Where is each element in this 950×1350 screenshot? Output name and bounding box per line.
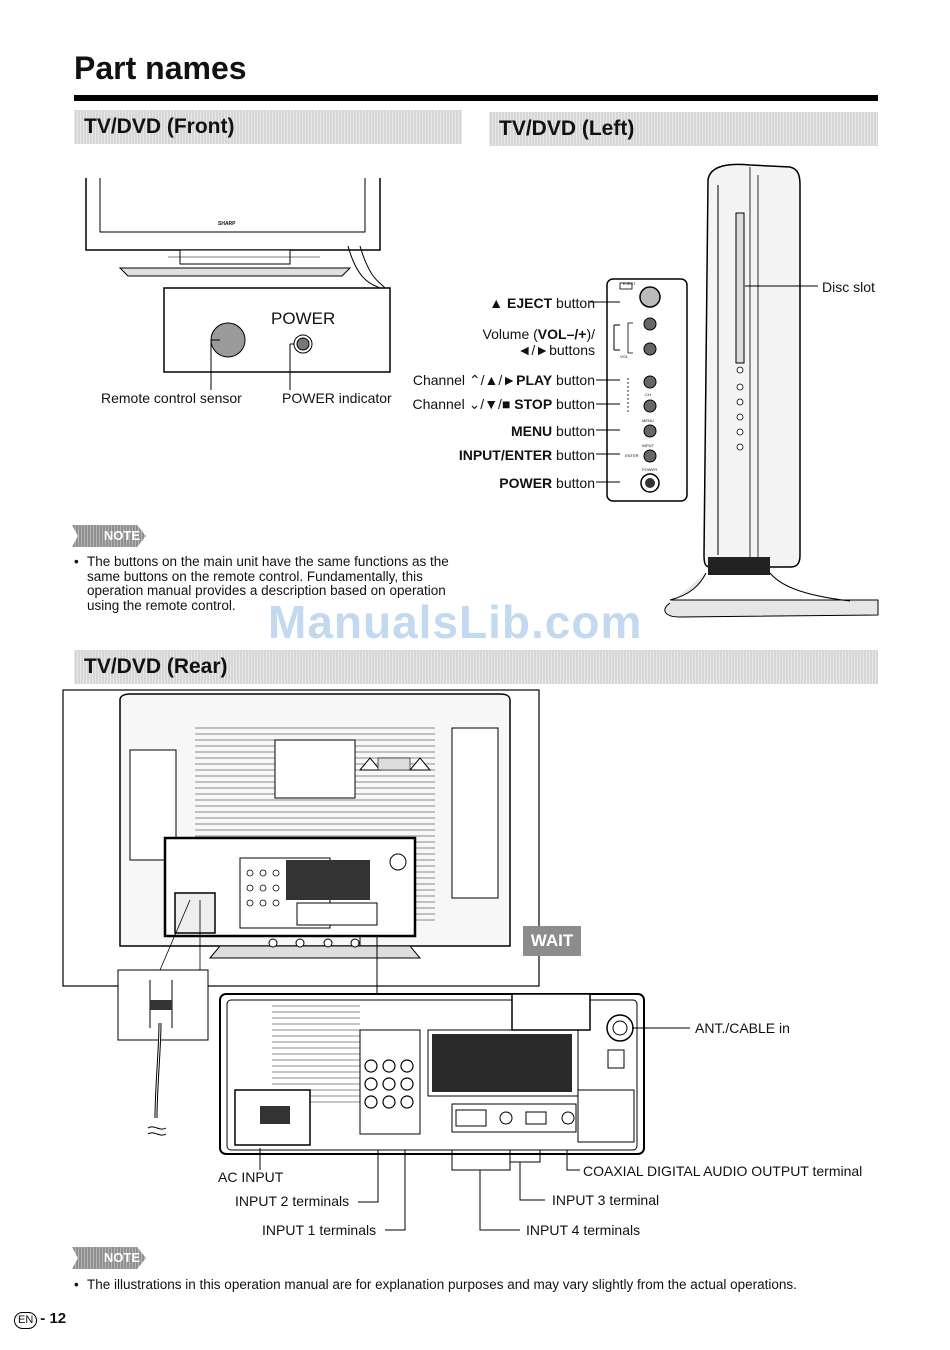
note-bullet-1: • <box>74 554 79 569</box>
wait-badge: WAIT <box>523 926 581 956</box>
tv-front-illustration <box>85 178 391 390</box>
section-header-front: TV/DVD (Front) <box>74 110 462 144</box>
note-bullet-2: • <box>74 1277 79 1292</box>
panel-tiny-input: INPUT <box>642 443 654 448</box>
side-button-panel <box>606 278 688 502</box>
power-box-label: POWER <box>271 309 336 328</box>
page-number: EN- 12 <box>14 1310 66 1329</box>
lang-badge: EN <box>14 1312 38 1329</box>
ant-cable-label: ANT./CABLE in <box>695 1020 790 1036</box>
volume-label-line1: Volume (VOL–/+)/ <box>482 326 595 342</box>
volume-label-line2: ◄/►buttons <box>517 342 595 358</box>
channel-down-label: Channel ⌄/▼/■ STOP button <box>412 396 595 412</box>
input-enter-button-label: INPUT/ENTER button <box>458 447 595 463</box>
tv-left-illustration <box>664 163 879 618</box>
tv-rear-illustration <box>62 689 645 1155</box>
panel-tiny-power: POWER <box>642 467 658 472</box>
menu-button-label: MENU button <box>510 423 595 439</box>
panel-tiny-vol: VOL <box>620 354 629 359</box>
power-indicator-label: POWER indicator <box>282 390 392 406</box>
panel-tiny-menu: MENU <box>642 418 654 423</box>
channel-up-label: Channel ⌃/▲/►PLAY button <box>412 372 595 388</box>
note-badge-2: NOTE <box>72 1247 146 1269</box>
panel-callout-lines <box>590 301 620 483</box>
section-header-rear: TV/DVD (Rear) <box>74 650 878 684</box>
note-text-1: The buttons on the main unit have the sa… <box>87 554 449 613</box>
panel-tiny-enter: ENTER <box>625 453 639 458</box>
rear-callout-lines <box>259 1027 690 1231</box>
input2-label: INPUT 2 terminals <box>235 1193 350 1209</box>
input4-label: INPUT 4 terminals <box>526 1222 641 1238</box>
section-header-left: TV/DVD (Left) <box>489 112 878 146</box>
page-title: Part names <box>74 50 247 86</box>
power-button-label: POWER button <box>499 475 595 491</box>
title-rule <box>74 95 878 101</box>
note-text-2: The illustrations in this operation manu… <box>87 1277 797 1292</box>
panel-tiny-ch: CH <box>645 392 651 397</box>
remote-sensor-label: Remote control sensor <box>101 390 242 406</box>
note-badge-1: NOTE <box>72 525 146 547</box>
eject-button-label: ▲ EJECT button <box>489 295 595 311</box>
brand-logo: SHARP <box>218 221 236 227</box>
disc-slot-label: Disc slot <box>822 279 875 295</box>
coaxial-output-label: COAXIAL DIGITAL AUDIO OUTPUT terminal <box>583 1163 863 1179</box>
input1-label: INPUT 1 terminals <box>262 1222 377 1238</box>
input3-label: INPUT 3 terminal <box>552 1192 660 1208</box>
ac-input-label: AC INPUT <box>218 1169 284 1185</box>
panel-tiny-eject: EJECT <box>623 281 636 286</box>
watermark: ManualsLib.com <box>268 596 643 648</box>
